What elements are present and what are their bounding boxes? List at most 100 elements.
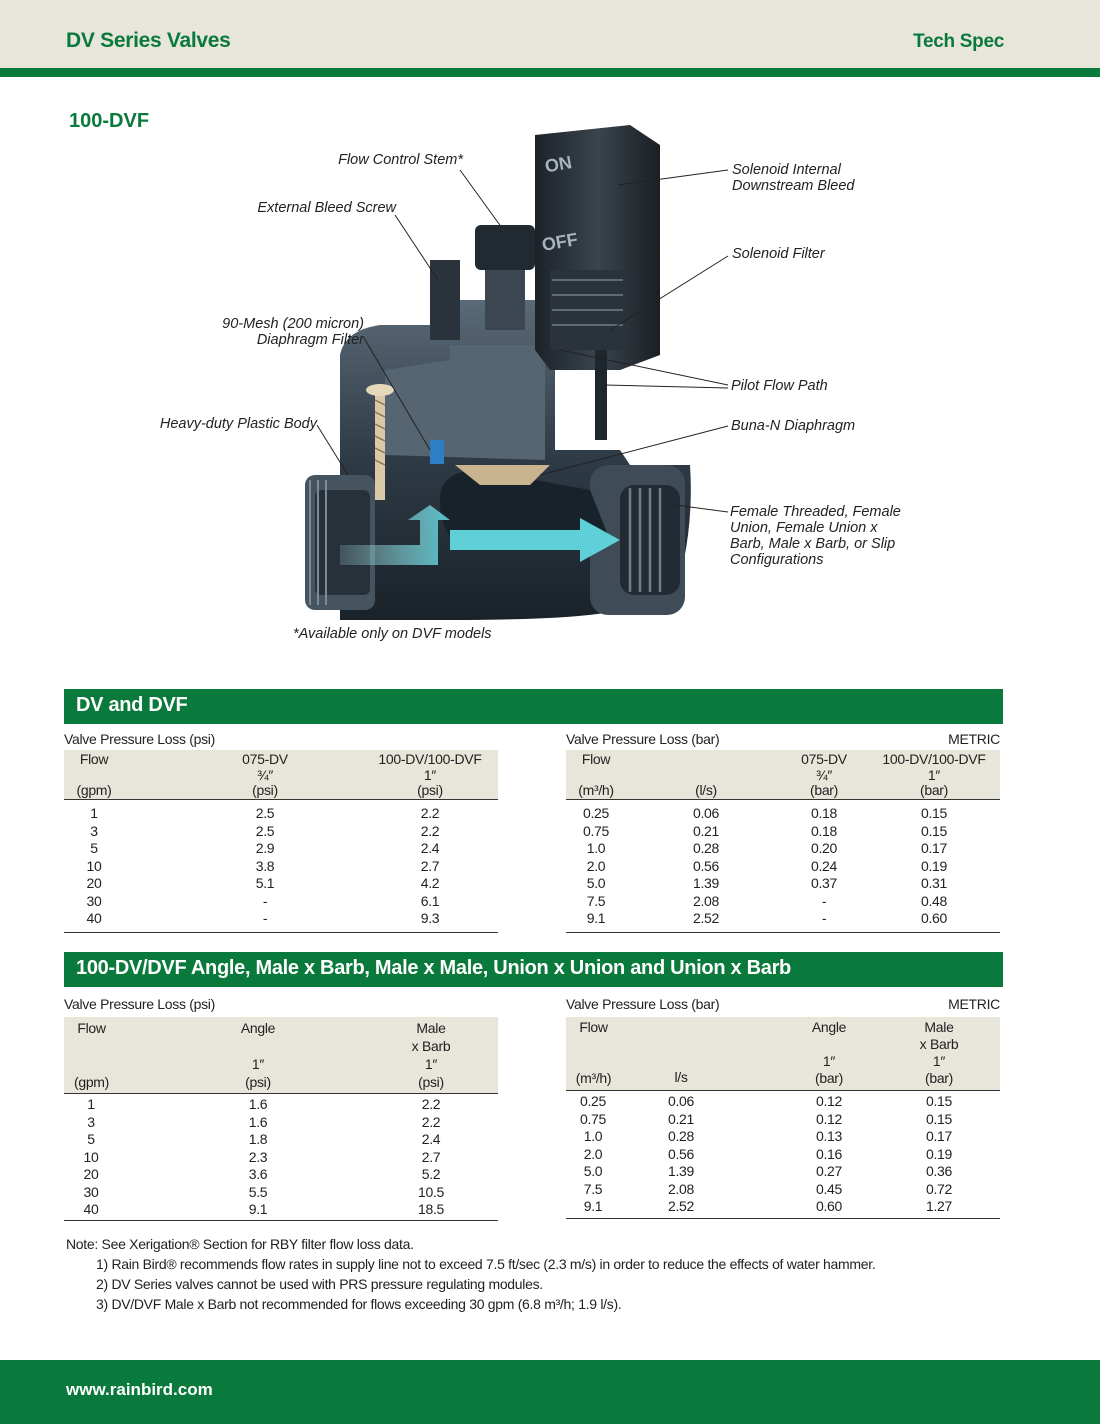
footer-url[interactable]: www.rainbird.com <box>66 1380 213 1399</box>
table-cell: 0.15 <box>920 805 948 821</box>
table-cell: 5.0 <box>583 1163 603 1179</box>
notes: Note: See Xerigation® Section for RBY fi… <box>66 1234 876 1314</box>
table-cell: 3.8 <box>255 857 275 874</box>
section-dv-dvf-bar: DV and DVF <box>64 689 1003 724</box>
table-cell: 30 <box>86 892 102 909</box>
table-cell: 0.06 <box>692 805 720 821</box>
table-cell: 0.18 <box>810 822 838 839</box>
table-cell: 0.75 <box>579 1110 607 1127</box>
table-cell: 0.60 <box>920 910 948 926</box>
table-cell: 1.0 <box>583 1128 603 1144</box>
callout-solenoid-bleed: Solenoid Internal Downstream Bleed <box>732 162 855 194</box>
header-flow: Flow (gpm) <box>76 751 112 798</box>
table-header: Flow (gpm) Angle 1″ (psi) Male x Barb 1″… <box>64 1017 498 1094</box>
table-cell: 9.3 <box>420 910 440 926</box>
table-cell: 0.19 <box>920 857 948 874</box>
table-cell: 0.21 <box>667 1110 695 1127</box>
table-cell: 0.17 <box>920 840 948 856</box>
table-cell: 0.31 <box>920 875 948 891</box>
page-header: DV Series Valves Tech Spec <box>0 0 1100 68</box>
table-cell: 0.25 <box>579 1093 607 1109</box>
header-flow: Flow (m³/h) <box>578 751 614 798</box>
table-cell: 0.75 <box>582 822 610 839</box>
table-cell: 0.56 <box>667 1145 695 1162</box>
table-cell: 5.5 <box>248 1183 268 1200</box>
table-cell: 1 <box>90 805 98 821</box>
callout-external-bleed-screw: External Bleed Screw <box>257 200 396 216</box>
header-ls: (l/s) <box>695 782 717 798</box>
table-cell: 9.1 <box>583 1198 603 1214</box>
header-075-dv: 075-DV ¾″ (psi) <box>242 751 288 798</box>
table-cell: 3 <box>90 822 98 839</box>
header-tech-spec: Tech Spec <box>913 31 1004 52</box>
callout-diaphragm: Buna-N Diaphragm <box>731 418 856 434</box>
table-cell: 2.08 <box>667 1180 695 1197</box>
table-cell: 1.6 <box>248 1096 268 1112</box>
table-cell: 0.36 <box>925 1163 953 1179</box>
header-divider <box>0 68 1100 77</box>
table-cell: 0.18 <box>810 805 838 821</box>
section-angle-bar: 100-DV/DVF Angle, Male x Barb, Male x Ma… <box>64 952 1003 987</box>
table-cell: - <box>262 910 268 926</box>
valve-cutaway-figure: ON OFF Flow Control Stem* External Bleed… <box>150 120 950 660</box>
table-cell: 4.2 <box>420 875 440 891</box>
note-3: 3) DV/DVF Male x Barb not recommended fo… <box>96 1296 622 1312</box>
table-cell: 0.24 <box>810 857 838 874</box>
note-1: 1) Rain Bird® recommends flow rates in s… <box>96 1256 876 1272</box>
valve-illustration: ON OFF <box>305 125 729 620</box>
table-caption: Valve Pressure Loss (bar) <box>566 731 720 747</box>
table-cell: - <box>821 892 827 909</box>
table-caption: Valve Pressure Loss (bar) <box>566 996 720 1012</box>
table-cell: 0.21 <box>692 822 720 839</box>
table-cell: - <box>821 910 827 926</box>
table-cell: 40 <box>86 910 102 926</box>
table-cell: 0.12 <box>815 1110 843 1127</box>
table-cell: 10.5 <box>417 1183 445 1200</box>
table-cell: 3 <box>87 1113 95 1130</box>
table-cell: 0.13 <box>815 1128 843 1144</box>
table-cell: 5 <box>87 1131 95 1147</box>
table-cell: 0.48 <box>920 892 948 909</box>
table-cell: 0.45 <box>815 1180 843 1197</box>
table-cell: 0.25 <box>582 805 610 821</box>
table-header: Flow (gpm) 075-DV ¾″ (psi) 100-DV/100-DV… <box>64 750 498 800</box>
table-cell: 0.16 <box>815 1145 843 1162</box>
table-cell: 1.0 <box>586 840 606 856</box>
table-cell: 0.28 <box>692 840 720 856</box>
table-cell: 2.7 <box>421 1148 441 1165</box>
table-cell: 2.4 <box>421 1131 441 1147</box>
header-angle: Angle 1″ (psi) <box>240 1020 276 1090</box>
table-caption: Valve Pressure Loss (psi) <box>64 731 215 747</box>
table-cell: 2.5 <box>255 805 275 821</box>
section-title: 100-DV/DVF Angle, Male x Barb, Male x Ma… <box>76 957 791 979</box>
table-cell: 20 <box>86 875 102 891</box>
table-cell: 2.08 <box>692 892 720 909</box>
table-cell: 0.27 <box>815 1163 843 1179</box>
header-title: DV Series Valves <box>66 29 231 52</box>
callout-flow-control-stem: Flow Control Stem* <box>338 152 463 168</box>
table-cell: 0.72 <box>925 1180 953 1197</box>
table-cell: - <box>262 892 268 909</box>
header-flow: Flow (gpm) <box>73 1020 110 1090</box>
table-cell: 0.06 <box>667 1093 695 1109</box>
table-cell: 0.15 <box>925 1110 953 1127</box>
table-cell: 0.15 <box>925 1093 953 1109</box>
table-cell: 2.0 <box>583 1145 603 1162</box>
metric-label: METRIC <box>948 996 1000 1012</box>
table-cell: 2.2 <box>421 1096 441 1112</box>
table-bottom-rule <box>64 932 498 933</box>
table-cell: 10 <box>86 857 102 874</box>
table-bottom-rule <box>566 1218 1000 1219</box>
table-cell: 5.0 <box>586 875 606 891</box>
table-cell: 0.12 <box>815 1093 843 1109</box>
table-bottom-rule <box>64 1220 498 1221</box>
table-cell: 2.5 <box>255 822 275 839</box>
table-angle-psi: Valve Pressure Loss (psi) Flow (gpm) Ang… <box>64 996 498 1222</box>
table-cell: 40 <box>83 1201 99 1217</box>
table-cell: 2.2 <box>420 822 440 839</box>
table-cell: 2.3 <box>248 1148 268 1165</box>
callout-plastic-body: Heavy-duty Plastic Body <box>159 416 317 432</box>
callout-pilot-flow-path: Pilot Flow Path <box>731 378 828 394</box>
table-cell: 0.60 <box>815 1198 843 1214</box>
table-cell: 6.1 <box>420 892 440 909</box>
